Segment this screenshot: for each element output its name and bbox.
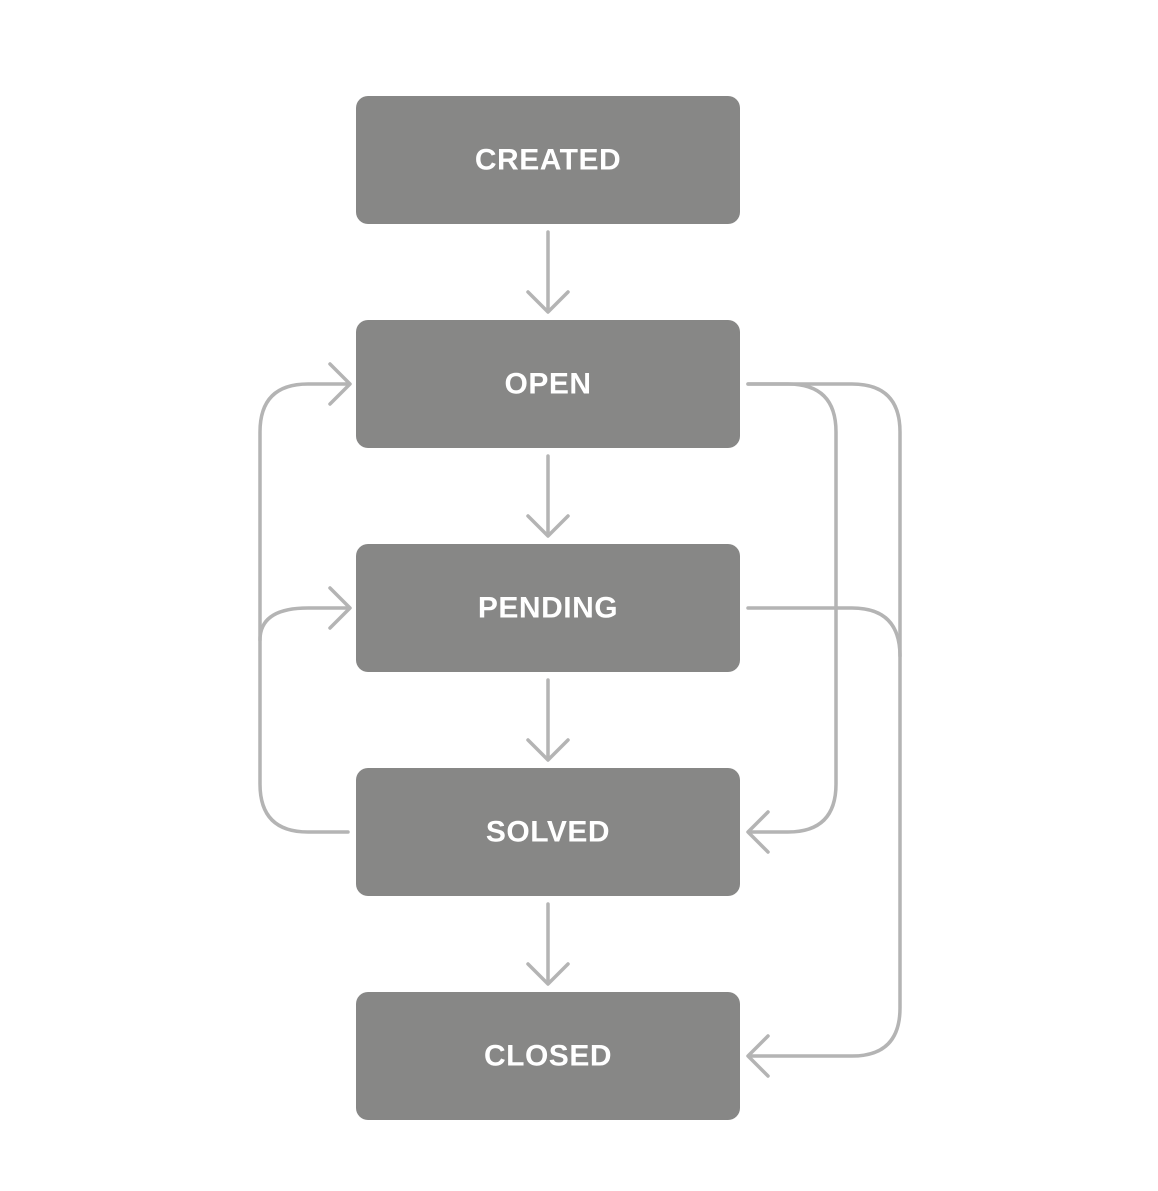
node-created-label: CREATED xyxy=(475,144,621,177)
arrow-pending-to-solved xyxy=(526,678,570,762)
node-open-box xyxy=(356,320,740,448)
node-closed: CLOSED xyxy=(356,992,740,1120)
node-created: CREATED xyxy=(356,96,740,224)
arrow-open-to-solved xyxy=(746,382,838,854)
node-solved-label: SOLVED xyxy=(486,816,610,849)
node-pending-box xyxy=(356,544,740,672)
arrow-open-to-pending xyxy=(526,454,570,538)
state-nodes: CREATED OPEN PENDING SOLVED CLOSED xyxy=(356,96,740,1120)
node-closed-box xyxy=(356,992,740,1120)
arrow-created-to-open xyxy=(526,230,570,314)
node-pending: PENDING xyxy=(356,544,740,672)
node-solved-box xyxy=(356,768,740,896)
node-created-box xyxy=(356,96,740,224)
node-solved: SOLVED xyxy=(356,768,740,896)
arrow-pending-to-closed xyxy=(746,606,902,658)
transition-arrows xyxy=(258,230,902,1078)
node-closed-label: CLOSED xyxy=(484,1040,612,1073)
arrow-solved-to-open xyxy=(258,362,352,834)
arrow-open-to-closed xyxy=(746,382,902,1078)
arrow-solved-to-closed xyxy=(526,902,570,986)
node-open: OPEN xyxy=(356,320,740,448)
arrow-solved-to-pending xyxy=(258,586,352,642)
node-open-label: OPEN xyxy=(504,368,591,401)
node-pending-label: PENDING xyxy=(478,592,618,625)
